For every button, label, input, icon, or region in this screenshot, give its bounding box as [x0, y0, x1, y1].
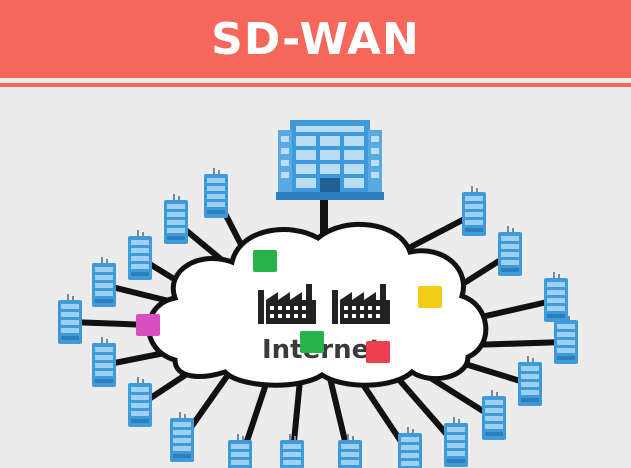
branch-server-icon [544, 272, 568, 322]
branch-server-icon [92, 337, 116, 387]
branch-server-icon [128, 230, 152, 280]
branch-server-icon [164, 194, 188, 244]
green-square-bottom [300, 331, 324, 353]
factory-icon [332, 284, 390, 324]
datacenter-building-icon [276, 120, 384, 200]
internet-cloud [146, 221, 489, 388]
branch-server-icon [518, 356, 542, 406]
branch-server-icon [92, 257, 116, 307]
banner-stripe [0, 83, 631, 87]
branch-devices [58, 168, 578, 468]
branch-server-icon [128, 377, 152, 427]
branch-server-icon [338, 434, 362, 468]
branch-link [469, 339, 567, 348]
factory-icon [258, 284, 316, 324]
red-square [366, 341, 390, 363]
branch-server-icon [482, 390, 506, 440]
pink-square [136, 314, 160, 336]
branch-server-icon [444, 417, 468, 467]
page-title: SD-WAN [211, 13, 420, 65]
title-banner: SD-WAN [0, 0, 631, 78]
branch-server-icon [280, 434, 304, 468]
branch-server-icon [462, 186, 486, 236]
branch-server-icon [398, 427, 422, 468]
yellow-square [418, 286, 442, 308]
branch-server-icon [170, 412, 194, 462]
branch-server-icon [58, 294, 82, 344]
branch-server-icon [554, 314, 578, 364]
branch-server-icon [228, 434, 252, 468]
green-square-top [253, 250, 277, 272]
branch-server-icon [204, 168, 228, 218]
branch-server-icon [498, 226, 522, 276]
